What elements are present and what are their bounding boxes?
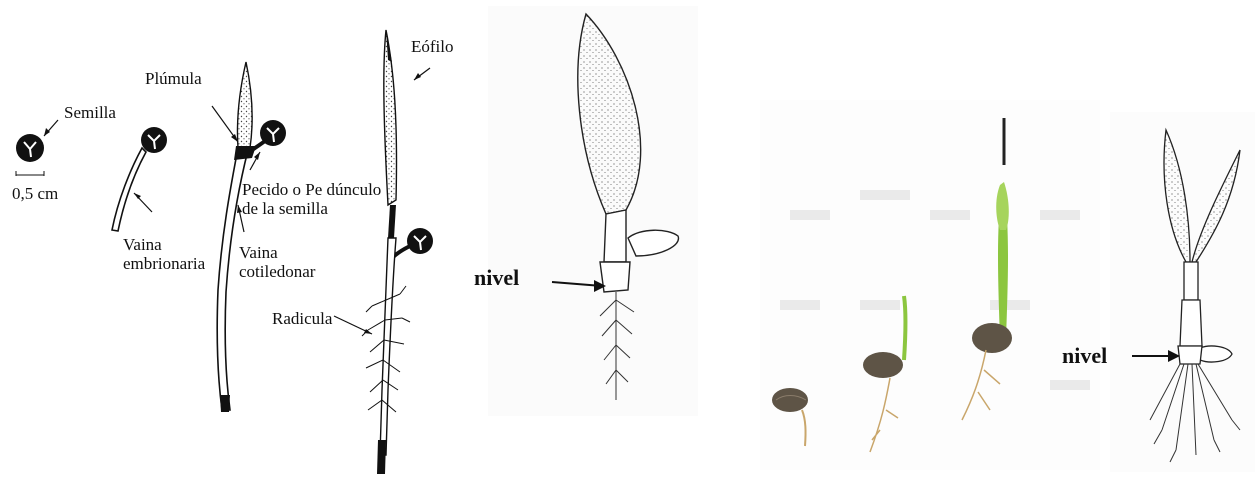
cotyledonary-sheath-drawing xyxy=(212,62,286,412)
level-seedling-drawing xyxy=(488,6,698,416)
label-vaina-cotiledonar-line1: Vaina xyxy=(239,243,278,262)
label-radicula: Radicula xyxy=(272,309,332,328)
label-pecido-line1: Pecido o Pe dúnculo xyxy=(242,180,381,199)
label-eofilo: Eófilo xyxy=(411,37,454,56)
label-vaina-embrionaria-line1: Vaina xyxy=(123,235,162,254)
label-vaina-cotiledonar-line2: cotiledonar xyxy=(239,262,315,281)
label-vaina-embrionaria-line2: embrionaria xyxy=(123,254,205,273)
label-nivel-right: nivel xyxy=(1062,346,1107,365)
eophyll-seedling-drawing xyxy=(334,30,433,474)
label-scale: 0,5 cm xyxy=(12,184,58,203)
seedling-photos xyxy=(760,100,1100,470)
two-leaf-seedling-drawing xyxy=(1110,112,1255,472)
label-plumula: Plúmula xyxy=(145,69,202,88)
label-semilla: Semilla xyxy=(64,103,116,122)
seed-drawing xyxy=(16,120,58,176)
label-pecido-line2: de la semilla xyxy=(242,199,328,218)
label-nivel-left: nivel xyxy=(474,268,519,287)
embryonic-sheath-drawing xyxy=(112,127,167,231)
